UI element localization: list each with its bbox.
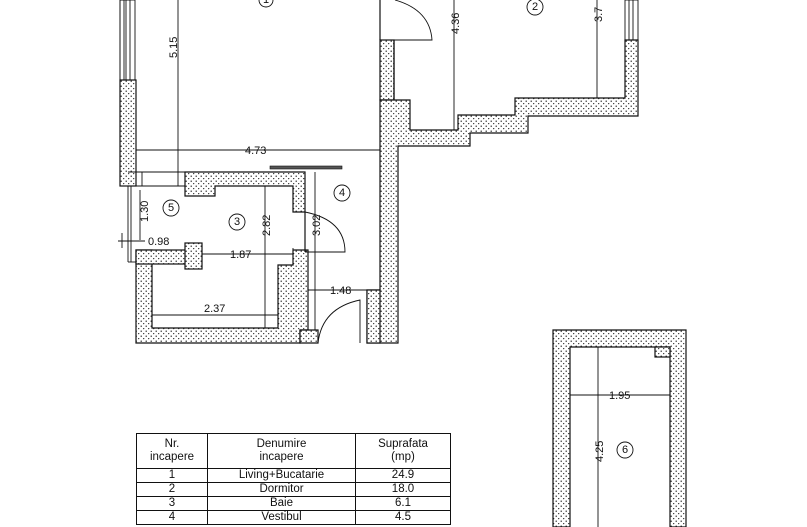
dim-4-25: 4.25 <box>594 441 606 462</box>
svg-text:6: 6 <box>622 444 628 456</box>
cell-area: 4.5 <box>355 510 451 525</box>
room-marker-1: 1 <box>258 0 274 8</box>
vestibul-wall <box>299 329 319 344</box>
table-row: 2 Dormitor 18.0 <box>136 482 451 497</box>
room6-walls <box>552 329 687 527</box>
header-denumire: Denumire incapere <box>207 433 356 469</box>
table-header-row: Nr. incapere Denumire incapere Suprafata… <box>136 433 451 469</box>
dim-3-7: 3.7 <box>593 7 605 22</box>
table-row: 4 Vestibul 4.5 <box>136 510 451 525</box>
cell-nr: 3 <box>136 496 208 511</box>
entrance-door-arc <box>317 299 361 344</box>
bathroom-top-wall <box>184 171 306 213</box>
cell-area: 6.1 <box>355 496 451 511</box>
dim-5-15: 5.15 <box>168 37 180 58</box>
dim-1-30: 1.30 <box>139 201 151 222</box>
room-marker-5: 5 <box>162 199 180 217</box>
dim-1-95: 1.95 <box>609 390 630 402</box>
cell-name: Living+Bucatarie <box>207 468 356 483</box>
bedroom-window-right <box>624 0 639 41</box>
cell-name: Dormitor <box>207 482 356 497</box>
bathroom-inner-stub <box>184 242 203 270</box>
svg-text:4: 4 <box>339 187 345 199</box>
cell-name: Baie <box>207 496 356 511</box>
svg-text:5: 5 <box>168 202 174 214</box>
svg-text:3: 3 <box>234 216 240 228</box>
room6-inner-notch <box>654 346 671 358</box>
vestibul-right-wall <box>366 289 381 344</box>
closet-outline <box>127 171 185 263</box>
bathroom-door-arc <box>304 211 346 253</box>
header-nr: Nr. incapere <box>136 433 208 469</box>
vestibul-partition <box>269 165 343 170</box>
cell-nr: 2 <box>136 482 208 497</box>
room-marker-3: 3 <box>228 213 246 231</box>
bathroom-stub-wall <box>135 249 187 265</box>
svg-text:2: 2 <box>532 1 538 13</box>
room-marker-6: 6 <box>616 441 634 459</box>
dim-1-48: 1.48 <box>330 285 351 297</box>
living-left-wall <box>119 79 137 187</box>
dim-2-37: 2.37 <box>204 303 225 315</box>
cell-nr: 1 <box>136 468 208 483</box>
table-row: 1 Living+Bucatarie 24.9 <box>136 468 451 483</box>
dimension-lines <box>118 0 671 527</box>
living-door <box>379 0 433 41</box>
dim-4-73: 4.73 <box>245 145 266 157</box>
dim-4-36: 4.36 <box>450 13 462 34</box>
cell-area: 18.0 <box>355 482 451 497</box>
dim-0-98: 0.98 <box>148 236 169 248</box>
dim-1-87: 1.87 <box>230 249 251 261</box>
living-window-left <box>119 0 136 81</box>
room-marker-2: 2 <box>526 0 544 16</box>
cell-name: Vestibul <box>207 510 356 525</box>
central-wall-top <box>379 39 395 101</box>
table-row: 3 Baie 6.1 <box>136 496 451 511</box>
room-marker-4: 4 <box>333 184 351 202</box>
svg-text:1: 1 <box>263 0 269 6</box>
dim-2-82: 2.82 <box>261 215 273 236</box>
cell-nr: 4 <box>136 510 208 525</box>
cell-area: 24.9 <box>355 468 451 483</box>
header-suprafata: Suprafata (mp) <box>355 433 451 469</box>
room-area-table: Nr. incapere Denumire incapere Suprafata… <box>136 433 451 525</box>
dim-3-02: 3.02 <box>311 215 323 236</box>
